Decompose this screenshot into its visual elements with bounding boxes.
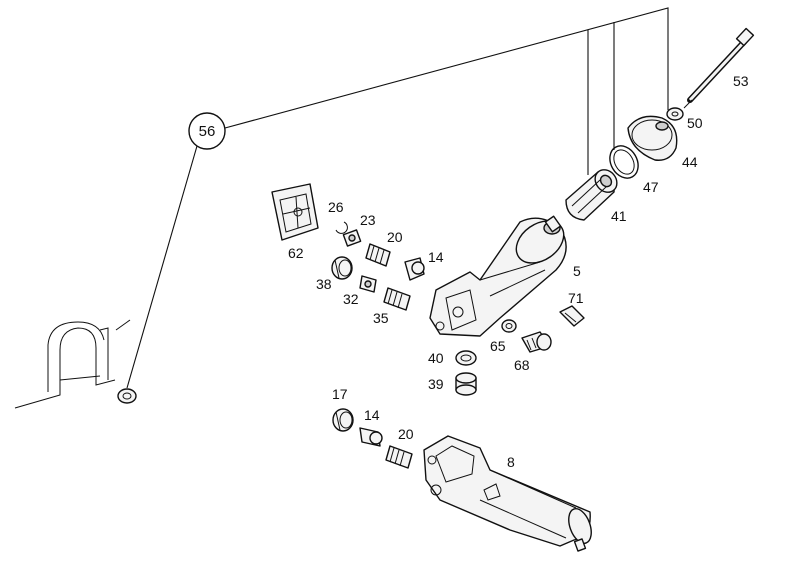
leader-to-50 xyxy=(224,7,669,129)
part-5-filter-housing xyxy=(429,215,567,337)
callout-leader-lines xyxy=(126,7,669,389)
part-38-plug xyxy=(331,256,353,280)
label-23: 23 xyxy=(360,212,376,228)
leader-to-seal xyxy=(126,145,198,389)
part-40-washer xyxy=(455,350,477,366)
part-23-valve xyxy=(342,229,362,247)
label-17: 17 xyxy=(332,386,348,402)
label-32: 32 xyxy=(343,291,359,307)
part-47-o-ring xyxy=(609,145,639,179)
part-68-bolt xyxy=(521,331,552,353)
part-20-spring-lower xyxy=(385,445,413,469)
label-50: 50 xyxy=(687,115,703,131)
part-65-seal-ring xyxy=(501,319,517,333)
part-8-oil-filter xyxy=(423,435,592,552)
label-65: 65 xyxy=(490,338,506,354)
part-41-filter-element xyxy=(565,169,618,221)
label-14-upper: 14 xyxy=(428,249,444,265)
label-47: 47 xyxy=(643,179,659,195)
part-62-gasket xyxy=(271,183,319,241)
part-14-piston-lower xyxy=(359,427,383,447)
label-35: 35 xyxy=(373,310,389,326)
part-26-circlip xyxy=(335,221,348,234)
label-68: 68 xyxy=(514,357,530,373)
part-35-spring xyxy=(383,287,411,311)
part-71-screw-plug xyxy=(559,305,585,327)
part-17-plug xyxy=(332,408,354,432)
label-5: 5 xyxy=(573,263,581,279)
label-8: 8 xyxy=(507,454,515,470)
label-38: 38 xyxy=(316,276,332,292)
label-26: 26 xyxy=(328,199,344,215)
part-39-drain-plug xyxy=(455,372,477,396)
callout-56-label: 56 xyxy=(199,123,216,140)
label-40: 40 xyxy=(428,350,444,366)
label-20-lower: 20 xyxy=(398,426,414,442)
part-44-cover xyxy=(627,115,678,161)
label-20-upper: 20 xyxy=(387,229,403,245)
label-14-lower: 14 xyxy=(364,407,380,423)
callout-56: 56 xyxy=(188,112,226,150)
label-71: 71 xyxy=(568,290,584,306)
label-53: 53 xyxy=(733,73,749,89)
engine-block-outline xyxy=(14,319,131,409)
label-44: 44 xyxy=(682,154,698,170)
label-62: 62 xyxy=(288,245,304,261)
part-50-washer xyxy=(666,107,684,121)
label-41: 41 xyxy=(611,208,627,224)
part-32-valve xyxy=(359,275,377,293)
label-39: 39 xyxy=(428,376,444,392)
part-20-spring-upper xyxy=(365,243,391,267)
part-14-piston-upper xyxy=(404,257,425,281)
part-53-bolt xyxy=(683,27,755,109)
sealing-ring-part xyxy=(117,388,137,404)
